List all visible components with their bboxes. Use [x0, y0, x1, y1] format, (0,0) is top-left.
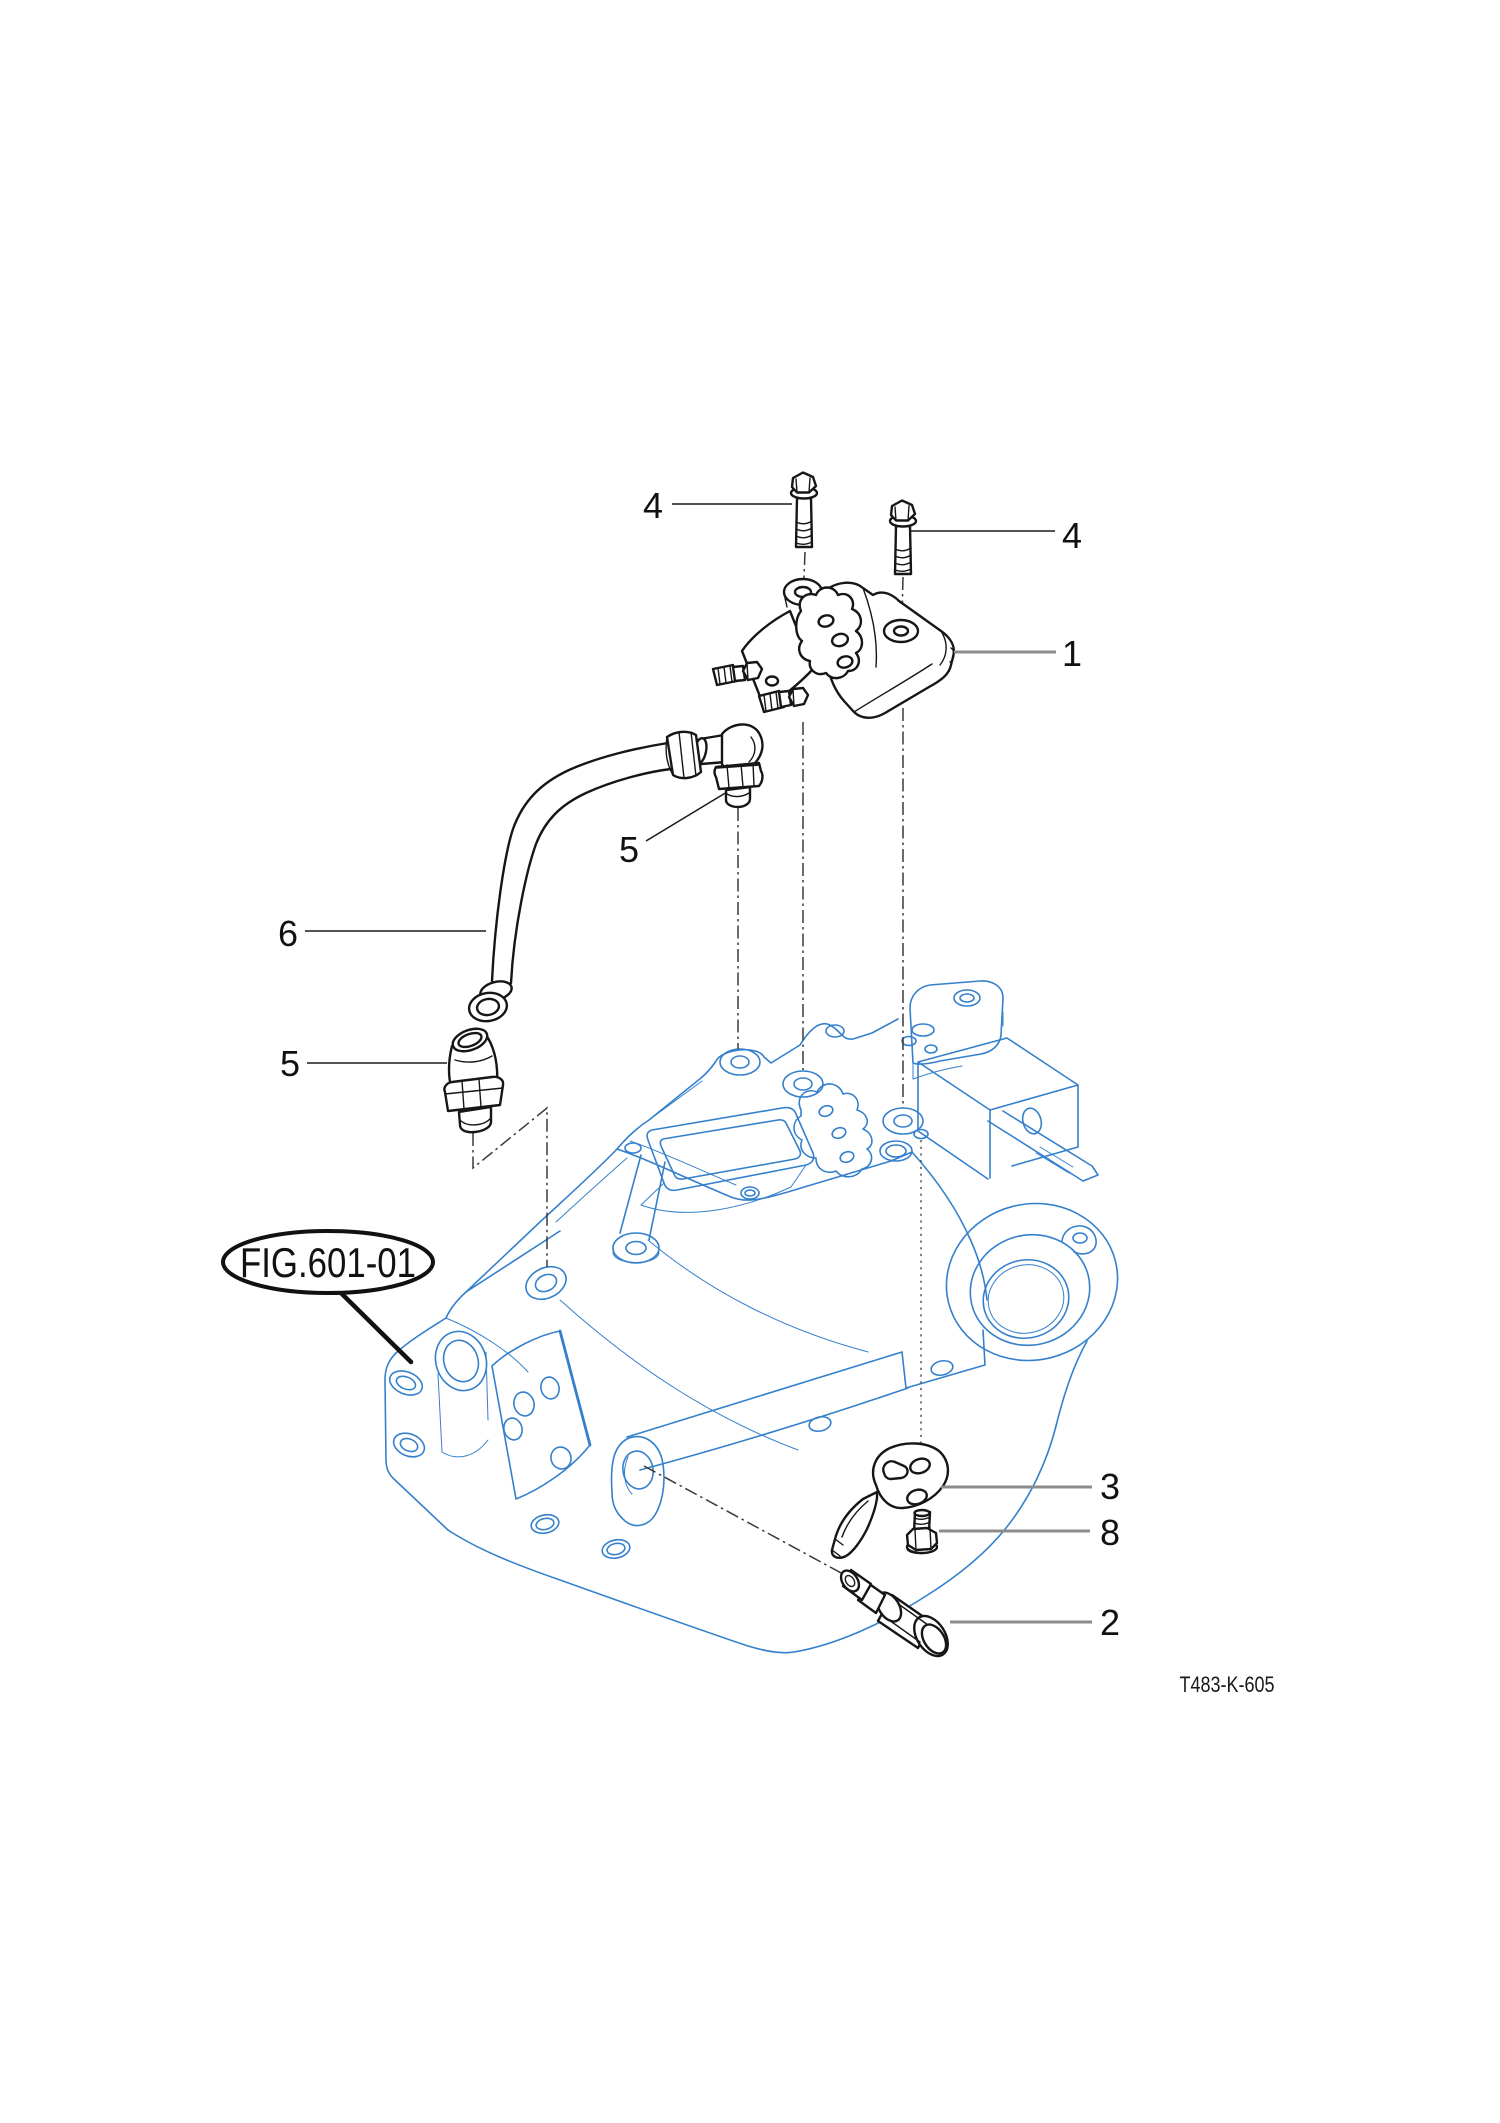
callout-2[interactable]: 2 [1100, 1602, 1120, 1643]
part-bracket [830, 1442, 950, 1559]
part-flange-bolt-left [789, 471, 819, 549]
callout-labels: 4 4 1 5 6 5 3 8 2 [278, 485, 1120, 1643]
callout-5-lower[interactable]: 5 [280, 1043, 300, 1084]
callout-6[interactable]: 6 [278, 913, 298, 954]
part-valve-assembly [711, 577, 955, 719]
figure-reference-ellipse[interactable] [221, 1229, 435, 1295]
part-flange-bolt-small [905, 1508, 939, 1555]
part-elbow-fitting-upper [665, 723, 764, 809]
drawing-code: T483-K-605 [1180, 1672, 1275, 1697]
callout-5-upper[interactable]: 5 [619, 829, 639, 870]
callout-4-right[interactable]: 4 [1062, 515, 1082, 556]
callout-4-left[interactable]: 4 [643, 485, 663, 526]
figure-reference-balloon[interactable]: FIG.601-01 [221, 1229, 435, 1365]
callout-8[interactable]: 8 [1100, 1512, 1120, 1553]
part-hose [467, 741, 673, 1023]
part-elbow-fitting-lower [443, 1027, 505, 1134]
hydraulic-cover-housing-drawing [384, 980, 1119, 1654]
figure-reference-label[interactable]: FIG.601-01 [240, 1239, 416, 1286]
part-plug [839, 1568, 949, 1658]
part-flange-bolt-right [888, 499, 918, 576]
callout-1[interactable]: 1 [1062, 633, 1082, 674]
callout-3[interactable]: 3 [1100, 1466, 1120, 1507]
assembly-axis-lines [472, 551, 922, 1575]
callout-leaders [305, 503, 1092, 1624]
